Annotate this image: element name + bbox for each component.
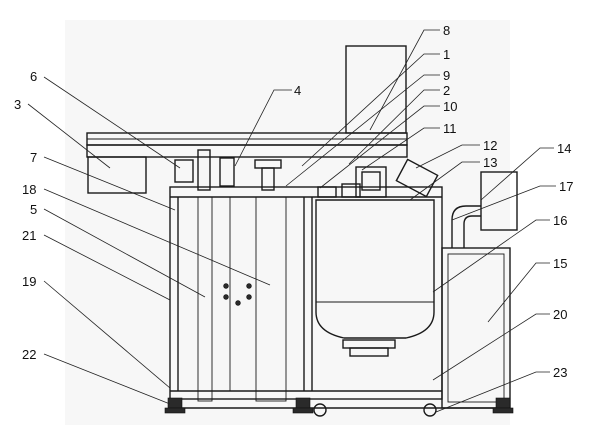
label-16: 16: [553, 213, 567, 228]
bolt-pattern: [223, 283, 252, 306]
label-4: 4: [294, 83, 301, 98]
part-labels: 8 1 9 2 10 11 12 13 14 17 16 15 20 23 4 …: [14, 23, 573, 380]
label-13: 13: [483, 155, 497, 170]
label-2: 2: [443, 83, 450, 98]
label-1: 1: [443, 47, 450, 62]
reactor-tank: [315, 199, 435, 339]
label-10: 10: [443, 99, 457, 114]
box-14: [480, 171, 518, 231]
label-3: 3: [14, 97, 21, 112]
label-20: 20: [553, 307, 567, 322]
label-22: 22: [22, 347, 36, 362]
equipment-drawing: [86, 45, 518, 417]
label-6: 6: [30, 69, 37, 84]
label-17: 17: [559, 179, 573, 194]
top-beam-lower: [86, 144, 408, 158]
tank-tube-left: [197, 196, 213, 402]
label-19: 19: [22, 274, 36, 289]
wheels: [313, 403, 437, 417]
leader-lines: [27, 29, 556, 413]
label-11: 11: [443, 121, 457, 136]
label-14: 14: [557, 141, 571, 156]
label-15: 15: [553, 256, 567, 271]
label-12: 12: [483, 138, 497, 153]
tank-tube-right: [255, 196, 287, 402]
background-panel: [65, 20, 510, 425]
label-7: 7: [30, 150, 37, 165]
label-8: 8: [443, 23, 450, 38]
label-18: 18: [22, 182, 36, 197]
feet: [164, 397, 514, 414]
label-21: 21: [22, 228, 36, 243]
label-9: 9: [443, 68, 450, 83]
label-23: 23: [553, 365, 567, 380]
label-5: 5: [30, 202, 37, 217]
